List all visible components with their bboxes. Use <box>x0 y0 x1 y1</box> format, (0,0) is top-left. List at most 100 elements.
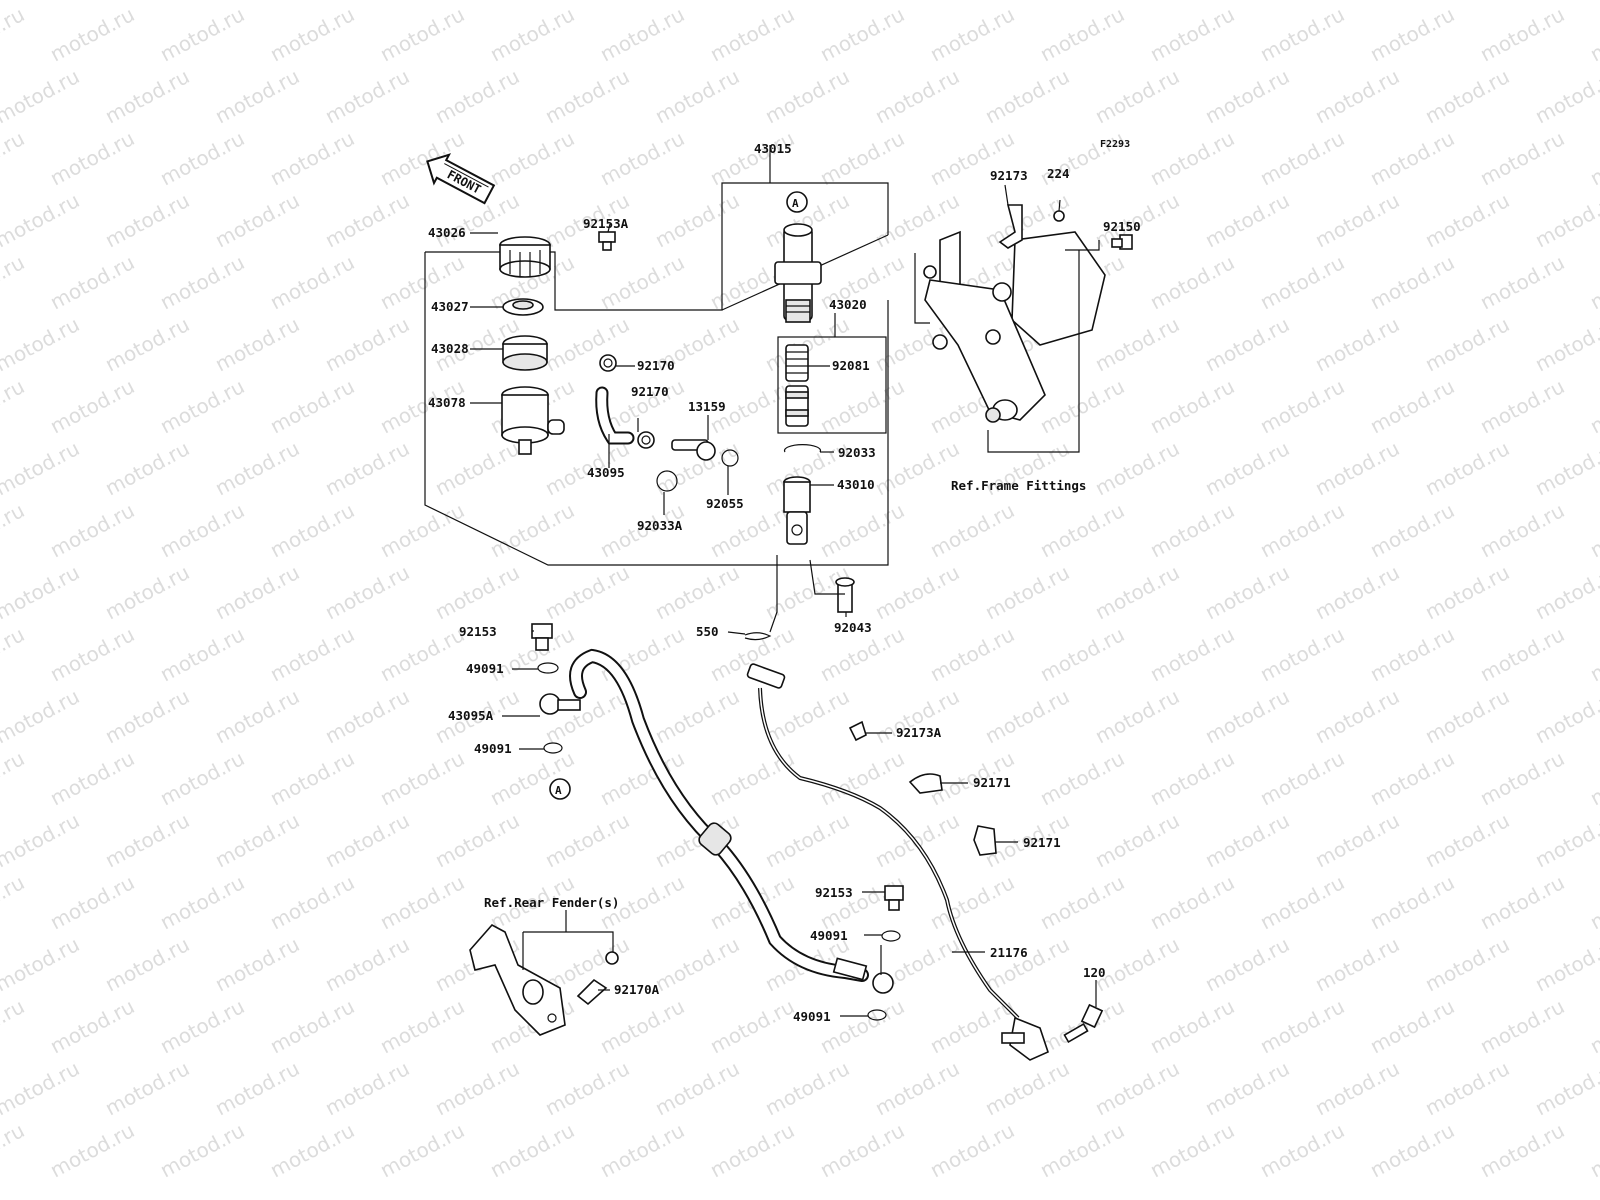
watermark-text: motod.ru <box>0 64 83 128</box>
watermark-text: motod.ru <box>1421 684 1513 748</box>
watermark-text: motod.ru <box>156 126 248 190</box>
watermark-text: motod.ru <box>706 994 798 1058</box>
watermark-text: motod.ru <box>101 436 193 500</box>
clamp-92171-b-icon <box>973 825 997 856</box>
watermark-text: motod.ru <box>761 684 853 748</box>
watermark-text: motod.ru <box>1201 312 1293 376</box>
watermark-text: motod.ru <box>926 498 1018 562</box>
watermark-text: motod.ru <box>871 64 963 128</box>
spring-92081 <box>785 344 809 382</box>
watermark-text: motod.ru <box>1366 870 1458 934</box>
watermark-text: motod.ru <box>1146 622 1238 686</box>
watermark-text: motod.ru <box>1476 126 1568 190</box>
watermark-text: motod.ru <box>1531 560 1600 624</box>
watermark-text: motod.ru <box>1366 746 1458 810</box>
watermark-text: motod.ru <box>816 374 908 438</box>
watermark-text: motod.ru <box>1586 250 1600 314</box>
circlip-92033 <box>783 444 822 453</box>
watermark-text: motod.ru <box>926 1118 1018 1182</box>
watermark-text: motod.ru <box>871 0 963 4</box>
watermark-text: motod.ru <box>266 1118 358 1182</box>
watermark-text: motod.ru <box>486 1118 578 1182</box>
watermark-text: motod.ru <box>1036 498 1128 562</box>
watermark-text: motod.ru <box>266 126 358 190</box>
watermark-text: motod.ru <box>1476 1118 1568 1182</box>
watermark-text: motod.ru <box>1476 2 1568 66</box>
watermark-text: motod.ru <box>1146 126 1238 190</box>
watermark-text: motod.ru <box>1421 0 1513 4</box>
watermark-text: motod.ru <box>211 436 303 500</box>
part-label: 43015 <box>754 141 792 156</box>
watermark-text: motod.ru <box>816 994 908 1058</box>
watermark-text: motod.ru <box>1091 808 1183 872</box>
watermark-text: motod.ru <box>321 64 413 128</box>
watermark-text: motod.ru <box>321 560 413 624</box>
watermark-text: motod.ru <box>761 0 853 4</box>
watermark-text: motod.ru <box>1476 250 1568 314</box>
cotter-pin-550 <box>744 632 772 641</box>
watermark-text: motod.ru <box>596 2 688 66</box>
watermark-text: motod.ru <box>46 126 138 190</box>
part-label: 92153A <box>583 216 629 231</box>
watermark-text: motod.ru <box>0 870 28 934</box>
watermark-text: motod.ru <box>1091 560 1183 624</box>
svg-text:A: A <box>792 197 799 210</box>
watermark-text: motod.ru <box>1311 932 1403 996</box>
watermark-text: motod.ru <box>1421 64 1513 128</box>
part-label: 49091 <box>474 741 512 756</box>
watermark-text: motod.ru <box>1586 870 1600 934</box>
part-label: 92171 <box>1023 835 1061 850</box>
watermark-text: motod.ru <box>0 436 83 500</box>
watermark-text: motod.ru <box>871 808 963 872</box>
master-cylinder-body <box>774 223 822 323</box>
watermark-text: motod.ru <box>706 2 798 66</box>
frame-fittings-bracket <box>923 230 1106 423</box>
leader-lines <box>470 184 1097 1017</box>
rear-fender-bracket <box>469 923 566 1036</box>
front-arrow-icon: FRONT <box>426 153 496 205</box>
part-label: 92173 <box>990 168 1028 183</box>
watermark-text: motod.ru <box>1091 0 1183 4</box>
watermark-text: motod.ru <box>321 436 413 500</box>
watermark-text: motod.ru <box>1256 622 1348 686</box>
watermark-text: motod.ru <box>926 2 1018 66</box>
snap-ring-92033a <box>656 470 678 492</box>
watermark-text: motod.ru <box>211 1056 303 1120</box>
part-label: 92153 <box>459 624 497 639</box>
watermark-text: motod.ru <box>0 250 28 314</box>
banjo-bolt-92153-lower-icon <box>884 885 904 911</box>
part-label: 21176 <box>990 945 1028 960</box>
watermark-text: motod.ru <box>1256 250 1348 314</box>
watermark-text: motod.ru <box>101 1056 193 1120</box>
watermark-text: motod.ru <box>1531 64 1600 128</box>
watermark-text: motod.ru <box>1311 312 1403 376</box>
watermark-text: motod.ru <box>376 2 468 66</box>
watermark-text: motod.ru <box>1201 932 1293 996</box>
marker-a-bottom: A <box>549 778 571 800</box>
clamp-92170a-icon <box>576 978 608 1006</box>
watermark-text: motod.ru <box>1586 126 1600 190</box>
watermark-text: motod.ru <box>651 188 743 252</box>
hose-fitting-13159 <box>671 439 716 461</box>
watermark-text: motod.ru <box>706 126 798 190</box>
watermark-text: motod.ru <box>1476 374 1568 438</box>
watermark-text: motod.ru <box>46 994 138 1058</box>
watermark-text: motod.ru <box>981 560 1073 624</box>
ref-rear-fender: Ref.Rear Fender(s) <box>484 895 619 910</box>
svg-text:A: A <box>555 784 562 797</box>
watermark-text: motod.ru <box>486 2 578 66</box>
watermark-text: motod.ru <box>1036 2 1128 66</box>
watermark-text: motod.ru <box>0 1056 83 1120</box>
watermark-text: motod.ru <box>156 870 248 934</box>
watermark-text: motod.ru <box>211 312 303 376</box>
master-cylinder-group-frame <box>424 145 889 566</box>
watermark-text: motod.ru <box>0 746 28 810</box>
watermark-text: motod.ru <box>1586 1118 1600 1182</box>
watermark-text: motod.ru <box>266 374 358 438</box>
watermark-text: motod.ru <box>321 808 413 872</box>
watermark-text: motod.ru <box>266 746 358 810</box>
watermark-text: motod.ru <box>761 808 853 872</box>
watermark-text: motod.ru <box>1476 622 1568 686</box>
watermark-text: motod.ru <box>1366 994 1458 1058</box>
